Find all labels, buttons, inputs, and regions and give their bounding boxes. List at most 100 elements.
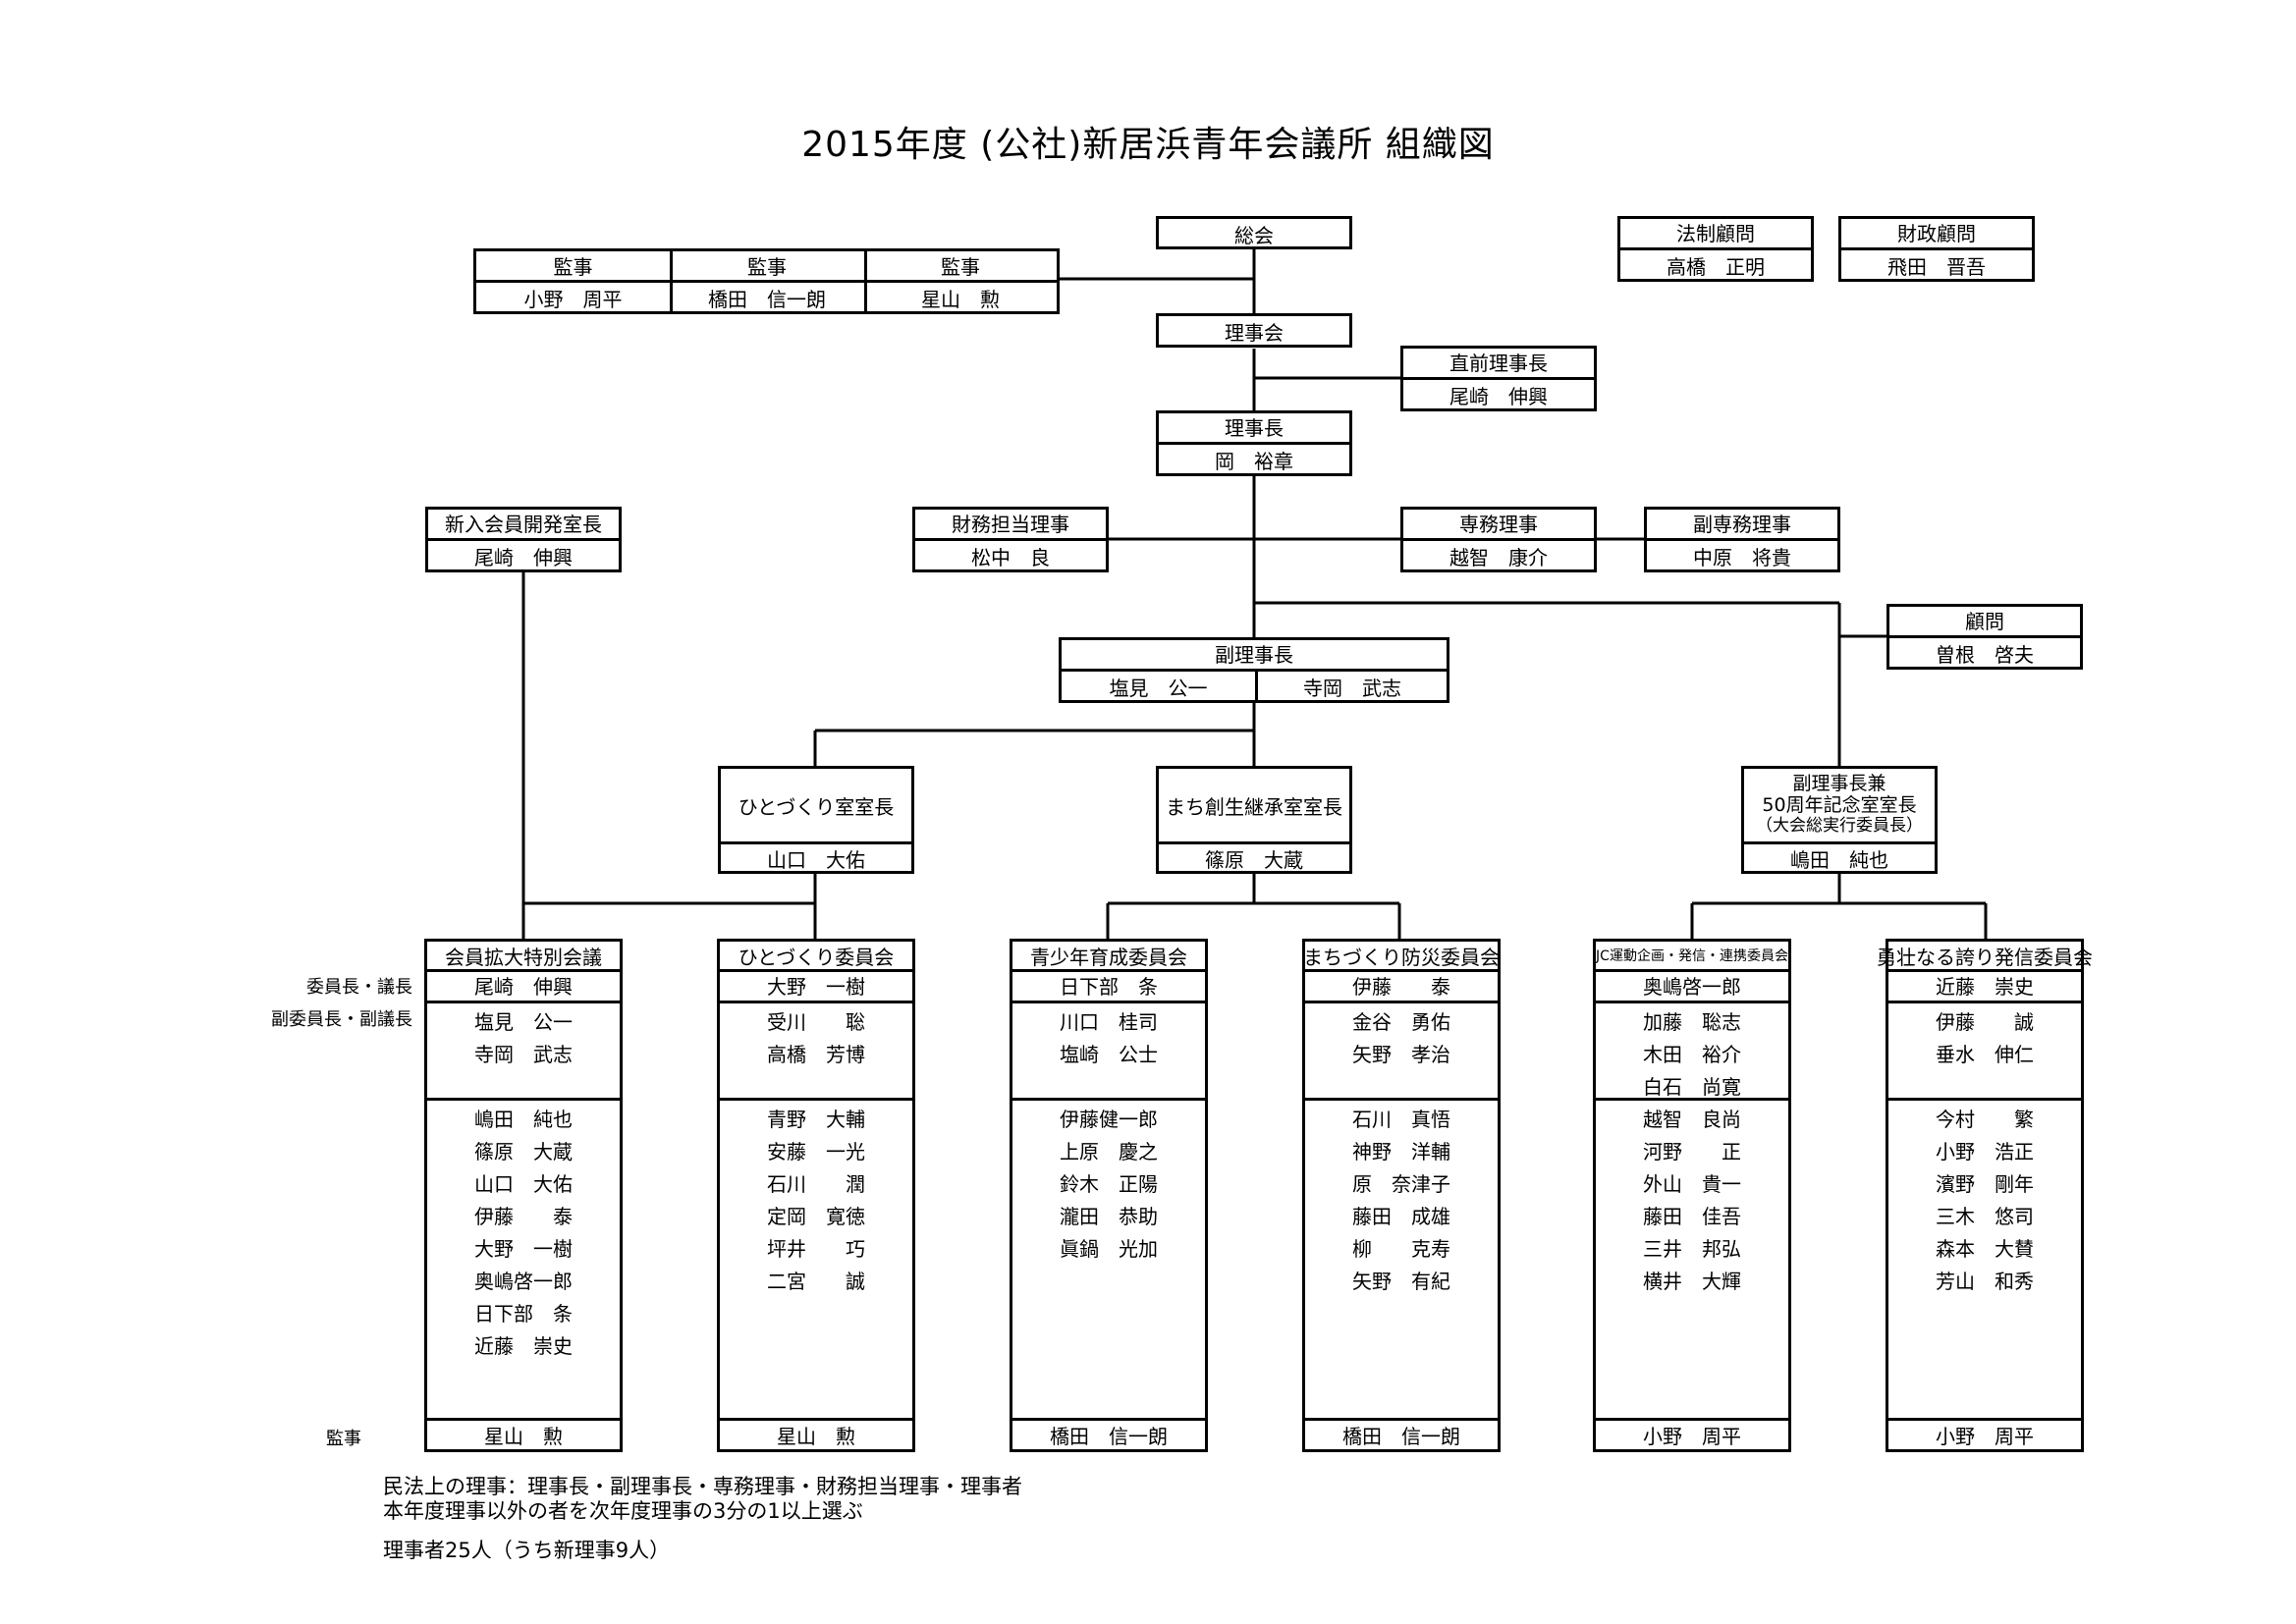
legal-advisor-role: 法制顧問 — [1620, 219, 1811, 250]
vice-president-name: 寺岡 武志 — [1303, 677, 1401, 700]
anniversary-head-role-line: （大会総実行委員長） — [1756, 816, 1923, 836]
committee-vice-chair: 矢野 孝治 — [1352, 1043, 1450, 1066]
machi-head-box: まち創生継承室室長 篠原 大蔵 — [1156, 766, 1352, 874]
hitozukuri-head-role: ひとづくり室室長 — [738, 795, 895, 819]
general-assembly-label: 総会 — [1234, 224, 1274, 247]
divider — [1744, 841, 1935, 844]
former-president-name: 尾崎 伸興 — [1449, 385, 1548, 408]
auditor-role: 監事 — [941, 255, 980, 279]
divider — [1255, 669, 1258, 700]
committee-member: 伊藤 泰 — [474, 1205, 573, 1228]
divider — [1888, 1098, 2081, 1101]
committee-chair: 大野 一樹 — [720, 972, 912, 1003]
committee-vice-chair: 塩崎 公士 — [1060, 1043, 1158, 1066]
divider — [720, 1098, 912, 1101]
committee-member: 矢野 有紀 — [1352, 1270, 1450, 1293]
finance-advisor-role: 財政顧問 — [1841, 219, 2032, 250]
committee-member: 大野 一樹 — [474, 1237, 573, 1261]
treasurer-role: 財務担当理事 — [915, 510, 1106, 541]
committee-title: JC運動企画・発信・連携委員会 — [1596, 942, 1788, 972]
committee-vice-chair: 加藤 聡志 — [1643, 1010, 1741, 1034]
committee-vice-chair: 川口 桂司 — [1060, 1010, 1158, 1034]
new-member-head-name: 尾崎 伸興 — [474, 546, 573, 569]
committee-vice-chair: 木田 裕介 — [1643, 1043, 1741, 1066]
committee-auditor: 橋田 信一朗 — [1012, 1418, 1205, 1449]
committee-member: 神野 洋輔 — [1352, 1140, 1450, 1164]
committee-box: 青少年育成委員会日下部 条川口 桂司塩崎 公士伊藤健一郎上原 慶之鈴木 正陽瀧田… — [1010, 939, 1208, 1452]
committee-box: 勇壮なる誇り発信委員会近藤 崇史伊藤 誠垂水 伸仁今村 繁小野 浩正濱野 剛年三… — [1877, 939, 2093, 1452]
committee-title: 会員拡大特別会議 — [427, 942, 620, 972]
divider — [427, 1098, 620, 1101]
anniversary-head-role-line: 50周年記念室室長 — [1762, 794, 1917, 816]
finance-advisor-name: 飛田 晋吾 — [1887, 255, 1986, 279]
committee-member: 鈴木 正陽 — [1060, 1172, 1158, 1196]
auditors-header — [476, 251, 1057, 283]
auditors-box: 監事 監事 監事 小野 周平 橋田 信一朗 星山 勲 — [473, 248, 1060, 314]
divider — [1305, 1098, 1498, 1101]
auditor-name: 小野 周平 — [523, 288, 623, 311]
committee-chair: 日下部 条 — [1012, 972, 1205, 1003]
committee-vice-chair: 寺岡 武志 — [474, 1043, 573, 1066]
committee-member: 伊藤健一郎 — [1060, 1108, 1158, 1131]
committee-member: 二宮 誠 — [767, 1270, 865, 1293]
committee-member: 石川 潤 — [767, 1172, 865, 1196]
executive-director-box: 専務理事 越智 康介 — [1400, 507, 1597, 572]
committee-vice-chair: 塩見 公一 — [474, 1010, 573, 1034]
divider — [721, 841, 911, 844]
finance-advisor-box: 財政顧問 飛田 晋吾 — [1838, 216, 2035, 282]
committee-chair: 近藤 崇史 — [1888, 972, 2081, 1003]
advisor-box: 顧問 曽根 啓夫 — [1886, 604, 2083, 670]
committee-box: 会員拡大特別会議尾崎 伸興塩見 公一寺岡 武志嶋田 純也篠原 大蔵山口 大佑伊藤… — [424, 939, 623, 1452]
committee-member: 今村 繁 — [1936, 1108, 2034, 1131]
legal-advisor-name: 高橋 正明 — [1667, 255, 1765, 279]
president-name: 岡 裕章 — [1215, 450, 1293, 473]
chart-title: 2015年度 (公社)新居浜青年会議所 組織図 — [801, 125, 1495, 165]
anniversary-head-box: 副理事長兼 50周年記念室室長 （大会総実行委員長） 嶋田 純也 — [1741, 766, 1938, 874]
committee-member: 坪井 巧 — [767, 1237, 865, 1261]
board-box: 理事会 — [1156, 313, 1352, 348]
committee-member: 眞鍋 光加 — [1060, 1237, 1158, 1261]
committee-vice-chair: 高橋 芳博 — [767, 1043, 865, 1066]
anniversary-head-role-line: 副理事長兼 — [1792, 773, 1886, 794]
committee-box: まちづくり防災委員会伊藤 泰金谷 勇佑矢野 孝治石川 真悟神野 洋輔原 奈津子藤… — [1302, 939, 1501, 1452]
committee-member: 日下部 条 — [474, 1302, 573, 1326]
treasurer-name: 松中 良 — [971, 546, 1050, 569]
committee-vice-chair: 金谷 勇佑 — [1352, 1010, 1450, 1034]
treasurer-box: 財務担当理事 松中 良 — [912, 507, 1109, 572]
auditor-side-label: 監事 — [326, 1429, 361, 1449]
committee-chair: 伊藤 泰 — [1305, 972, 1498, 1003]
committee-vice-chair: 伊藤 誠 — [1936, 1010, 2034, 1034]
machi-head-role: まち創生継承室室長 — [1166, 795, 1342, 819]
vice-presidents-box: 副理事長 塩見 公一 寺岡 武志 — [1059, 637, 1449, 703]
general-assembly-box: 総会 — [1156, 216, 1352, 249]
vice-president-name: 塩見 公一 — [1109, 677, 1208, 700]
committee-chair: 尾崎 伸興 — [427, 972, 620, 1003]
committee-auditor: 星山 勲 — [720, 1418, 912, 1449]
committee-member: 藤田 佳吾 — [1643, 1205, 1741, 1228]
committee-member: 柳 克寿 — [1352, 1237, 1450, 1261]
vice-executive-director-name: 中原 将貴 — [1693, 546, 1791, 569]
vice-executive-director-box: 副専務理事 中原 将貴 — [1644, 507, 1840, 572]
committee-member: 横井 大輝 — [1643, 1270, 1741, 1293]
new-member-head-box: 新入会員開発室長 尾崎 伸興 — [425, 507, 622, 572]
committee-member: 山口 大佑 — [474, 1172, 573, 1196]
note-line: 民法上の理事：理事長・副理事長・専務理事・財務担当理事・理事者 — [383, 1475, 1022, 1498]
committee-vice-chair: 垂水 伸仁 — [1936, 1043, 2034, 1066]
vice-chair-side-label: 副委員長・副議長 — [271, 1009, 412, 1030]
new-member-head-role: 新入会員開発室長 — [428, 510, 619, 541]
auditor-role: 監事 — [747, 255, 787, 279]
committee-member: 青野 大輔 — [767, 1108, 865, 1131]
committee-auditor: 小野 周平 — [1596, 1418, 1788, 1449]
vice-presidents-role: 副理事長 — [1062, 640, 1447, 672]
chair-side-label: 委員長・議長 — [306, 977, 412, 998]
committee-title: 青少年育成委員会 — [1012, 942, 1205, 972]
president-box: 理事長 岡 裕章 — [1156, 410, 1352, 476]
hitozukuri-head-name: 山口 大佑 — [767, 848, 865, 872]
divider — [670, 251, 673, 311]
advisor-name: 曽根 啓夫 — [1936, 643, 2034, 667]
committee-member: 篠原 大蔵 — [474, 1140, 573, 1164]
committee-box: JC運動企画・発信・連携委員会奥嶋啓一郎加藤 聡志木田 裕介白石 尚寛越智 良尚… — [1593, 939, 1791, 1452]
committee-member: 石川 真悟 — [1352, 1108, 1450, 1131]
executive-director-name: 越智 康介 — [1449, 546, 1548, 569]
